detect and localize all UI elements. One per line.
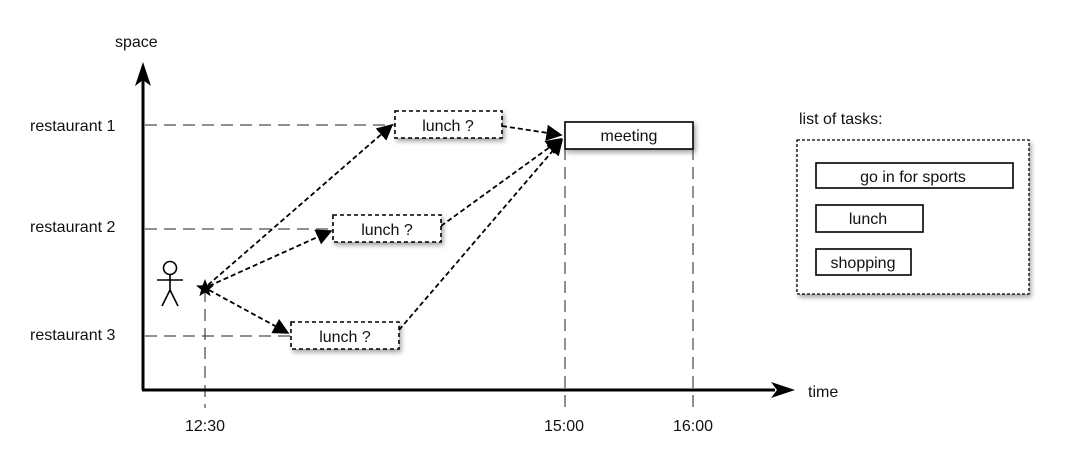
meeting-box: meeting: [564, 121, 694, 150]
y-axis-label: space: [115, 34, 158, 51]
task-item-shopping-label: shopping: [831, 255, 896, 272]
task-item-sports-label: go in for sports: [860, 169, 966, 186]
lunch-option-3-label: lunch ?: [319, 329, 371, 346]
row-label-restaurant-3: restaurant 3: [30, 327, 115, 344]
arrow-start-to-lunch-2: [208, 229, 333, 287]
row-label-restaurant-1: restaurant 1: [30, 118, 115, 135]
person-icon: [157, 260, 183, 307]
lunch-option-2-label: lunch ?: [361, 222, 413, 239]
task-list-title: list of tasks:: [799, 111, 883, 128]
arrow-start-to-lunch-3: [208, 289, 290, 334]
x-axis-arrowhead: [771, 382, 795, 398]
meeting-label: meeting: [601, 128, 658, 145]
lunch-option-3: lunch ?: [290, 321, 400, 350]
y-axis-arrowhead: [135, 62, 151, 86]
x-axis-label: time: [808, 384, 838, 401]
task-item-lunch: lunch: [815, 204, 924, 233]
arrow-lunch-3-to-meeting: [398, 138, 564, 331]
task-item-shopping: shopping: [815, 248, 912, 276]
task-item-sports: go in for sports: [815, 162, 1014, 189]
guide-lines: [145, 124, 694, 408]
time-label-1600: 16:00: [673, 418, 713, 435]
task-item-lunch-label: lunch: [849, 211, 887, 228]
task-list-panel: go in for sports lunch shopping: [796, 139, 1030, 295]
arrow-start-to-lunch-1: [207, 123, 394, 286]
time-label-1230: 12:30: [185, 418, 225, 435]
axes: [141, 70, 775, 392]
row-label-restaurant-2: restaurant 2: [30, 219, 115, 236]
lunch-option-2: lunch ?: [332, 214, 442, 243]
lunch-option-1-label: lunch ?: [422, 118, 474, 135]
lunch-option-1: lunch ?: [394, 110, 503, 139]
arrow-lunch-1-to-meeting: [501, 124, 563, 141]
arrow-lunch-2-to-meeting: [440, 138, 563, 227]
time-label-1500: 15:00: [544, 418, 584, 435]
start-star-icon: [196, 279, 214, 297]
path-arrows: [207, 123, 564, 334]
